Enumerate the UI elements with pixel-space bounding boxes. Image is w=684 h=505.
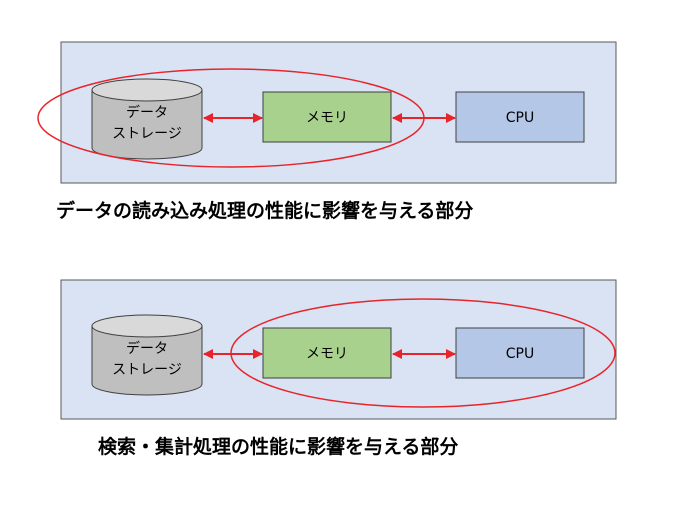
diagram-2: データ ストレージ メモリ CPU [60,279,617,420]
diagram-1: データ ストレージ メモリ CPU [37,41,617,184]
memory-box-2: メモリ [262,327,392,379]
storage-label-line2: ストレージ [112,126,182,142]
caption-1: データの読み込み処理の性能に影響を与える部分 [56,200,474,222]
cpu-label: CPU [506,110,534,126]
memory-label: メモリ [306,110,348,126]
cpu-box-2: CPU [455,327,585,379]
memory-box-1: メモリ [262,91,392,143]
caption-2: 検索・集計処理の性能に影響を与える部分 [98,436,459,458]
storage-cylinder-1: データ ストレージ [91,78,203,160]
storage-label-line1: データ [126,340,168,357]
storage-cylinder-2: データ ストレージ [91,314,203,396]
storage-label-line1: データ [126,104,168,121]
storage-label-line2: ストレージ [112,362,182,378]
cpu-box-1: CPU [455,91,585,143]
highlight-ellipse-1 [37,68,425,168]
cpu-label: CPU [506,346,534,362]
memory-label: メモリ [306,346,348,362]
highlight-ellipse-2 [230,298,616,408]
